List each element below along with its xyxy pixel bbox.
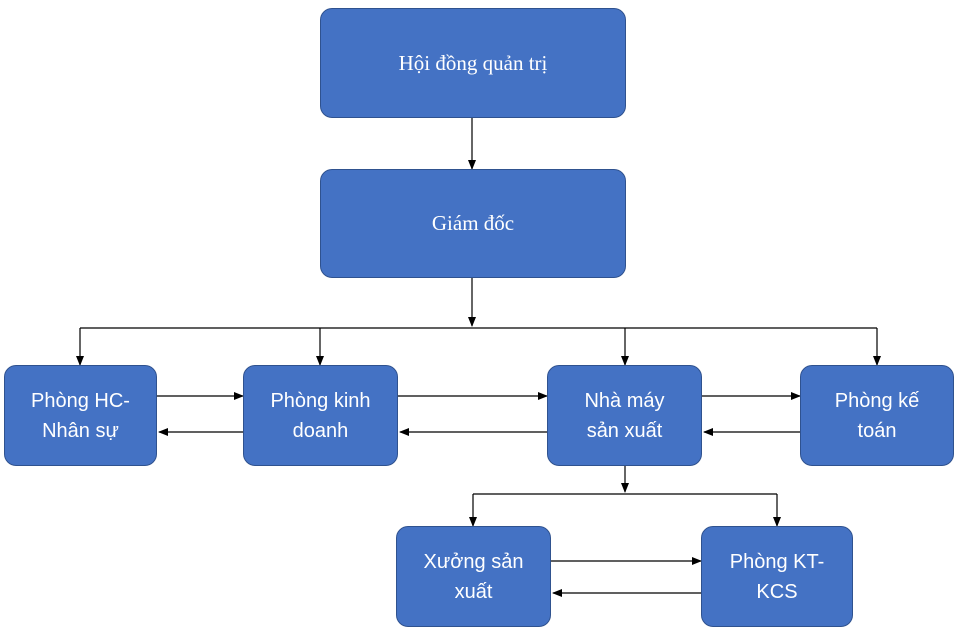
node-qc-label: Phòng KT- KCS xyxy=(729,550,825,603)
node-factory-label: Nhà máy sản xuất xyxy=(584,389,665,442)
node-hr-label: Phòng HC- Nhân sự xyxy=(31,389,130,442)
node-business: Phòng kinh doanh xyxy=(243,365,398,466)
node-workshop-label: Xưởng sản xuất xyxy=(423,550,524,603)
node-hr: Phòng HC- Nhân sự xyxy=(4,365,157,466)
node-director: Giám đốc xyxy=(320,169,626,278)
node-board-label: Hội đồng quản trị xyxy=(398,50,548,75)
node-qc: Phòng KT- KCS xyxy=(701,526,853,627)
node-board: Hội đồng quản trị xyxy=(320,8,626,118)
node-factory: Nhà máy sản xuất xyxy=(547,365,702,466)
node-business-label: Phòng kinh doanh xyxy=(270,389,371,442)
node-accounting: Phòng kế toán xyxy=(800,365,954,466)
node-workshop: Xưởng sản xuất xyxy=(396,526,551,627)
node-accounting-label: Phòng kế toán xyxy=(834,389,920,442)
node-director-label: Giám đốc xyxy=(431,211,515,235)
